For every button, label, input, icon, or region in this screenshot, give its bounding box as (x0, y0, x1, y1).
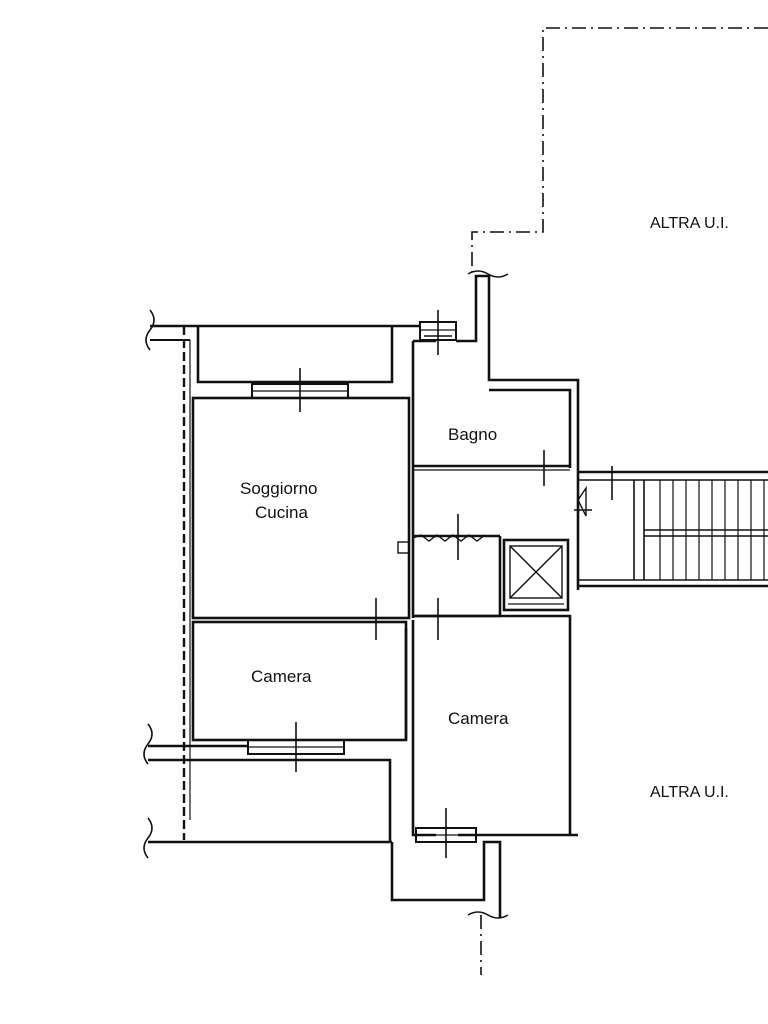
property-boundary (471, 27, 768, 975)
entrance-arrow (574, 485, 592, 517)
label-soggiorno: Soggiorno (240, 479, 318, 498)
corridor-partition (413, 534, 572, 835)
top-balcony (150, 324, 420, 384)
label-other-unit-top: ALTRA U.I. (650, 215, 729, 232)
zigzag-partition (412, 534, 486, 542)
windows (247, 310, 477, 858)
break-marks-left (143, 270, 509, 919)
window-top-balcony (419, 310, 457, 355)
label-camera-1: Camera (251, 667, 312, 686)
label-cucina: Cucina (255, 503, 308, 522)
doors (375, 450, 613, 640)
window-camera-2 (415, 808, 477, 858)
window-soggiorno (251, 368, 349, 412)
label-other-unit-bottom: ALTRA U.I. (650, 784, 729, 801)
window-camera-1 (247, 722, 345, 772)
column-marker (397, 541, 410, 554)
label-camera-2: Camera (448, 709, 509, 728)
left-facade (182, 326, 191, 840)
bottom-balcony (148, 744, 502, 918)
elevator-shaft (502, 538, 570, 612)
stairwell (578, 470, 768, 588)
label-bagno: Bagno (448, 425, 497, 444)
